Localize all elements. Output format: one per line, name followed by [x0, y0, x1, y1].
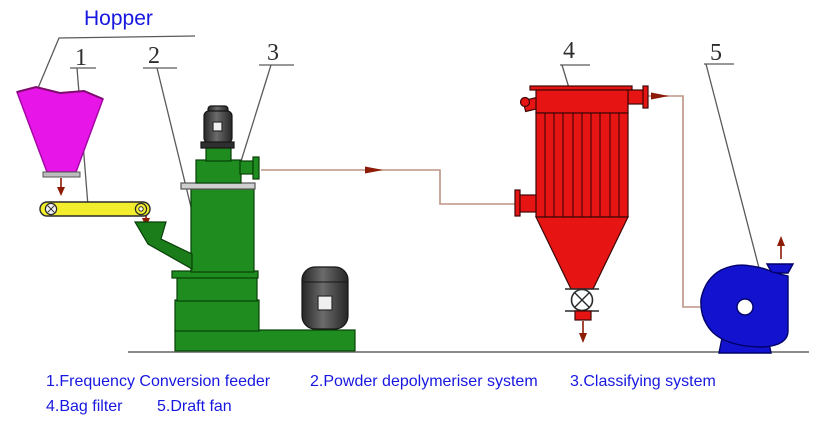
- callout-number-4: 4: [563, 38, 575, 64]
- hopper-outlet-flange: [42, 171, 81, 178]
- callout-number-1: 1: [75, 45, 87, 71]
- classifier-housing: [195, 159, 242, 184]
- frequency-conversion-feeder: [39, 201, 151, 217]
- drop-arrows: [57, 178, 785, 343]
- flow-direction-arrows: [365, 92, 669, 174]
- filter-inlet-flange: [514, 189, 521, 217]
- filter-header: [535, 89, 629, 114]
- leader-4-line: [561, 64, 570, 89]
- filter-bags: [544, 113, 620, 217]
- pipe-mill-to-filter: [261, 169, 516, 205]
- callout-number-2: 2: [148, 43, 160, 69]
- filter-cone: [535, 216, 629, 290]
- classifier-outlet-stub: [239, 160, 254, 175]
- leader-3-line: [237, 64, 272, 172]
- mill-collar-plate: [180, 182, 256, 190]
- fan-outlet-flare: [765, 263, 795, 274]
- legend-item-draft-fan: 5.Draft fan: [157, 398, 232, 415]
- hopper: [16, 85, 104, 178]
- flow-arrow-right-icon: [365, 166, 383, 174]
- fan-hub: [736, 298, 754, 316]
- flow-arrow-right-icon: [651, 92, 669, 100]
- hopper-label: Hopper: [84, 7, 153, 30]
- mill-motor-pedestal: [205, 146, 232, 162]
- filter-outlet-flange: [642, 85, 649, 109]
- legend-item-classifying: 3.Classifying system: [570, 373, 716, 390]
- legend-item-depolymeriser: 2.Powder depolymeriser system: [310, 373, 538, 390]
- filter-top-left-knob: [519, 96, 531, 108]
- filter-inlet-stub: [519, 194, 538, 213]
- leader-hopper: [32, 35, 196, 101]
- draft-fan: [700, 263, 795, 354]
- mill-motor-top: [200, 105, 235, 149]
- callout-number-3: 3: [267, 40, 279, 66]
- mill-motor-side: [301, 266, 349, 330]
- mill-inlet-chute: [133, 221, 193, 271]
- hopper-rim: [16, 85, 104, 100]
- mill-base-block: [174, 299, 260, 332]
- hopper-funnel: [16, 86, 104, 173]
- legend-item-bag-filter: 4.Bag filter: [46, 398, 123, 415]
- filter-discharge-stub: [574, 310, 592, 321]
- callout-number-5: 5: [710, 40, 722, 66]
- rotary-valve: [565, 288, 599, 312]
- legend-item-feeder: 1.Frequency Conversion feeder: [46, 373, 271, 390]
- filter-outlet-stub: [627, 89, 645, 105]
- mill-base-platform: [174, 329, 356, 352]
- classifier-outlet-flange: [252, 156, 260, 180]
- belt-body: [39, 201, 151, 217]
- mill-main-body: [190, 188, 255, 273]
- leader-5-line: [705, 63, 760, 269]
- powder-depolymeriser-system: [133, 105, 356, 352]
- mill-lower-body: [176, 276, 258, 302]
- bag-filter: [514, 85, 649, 321]
